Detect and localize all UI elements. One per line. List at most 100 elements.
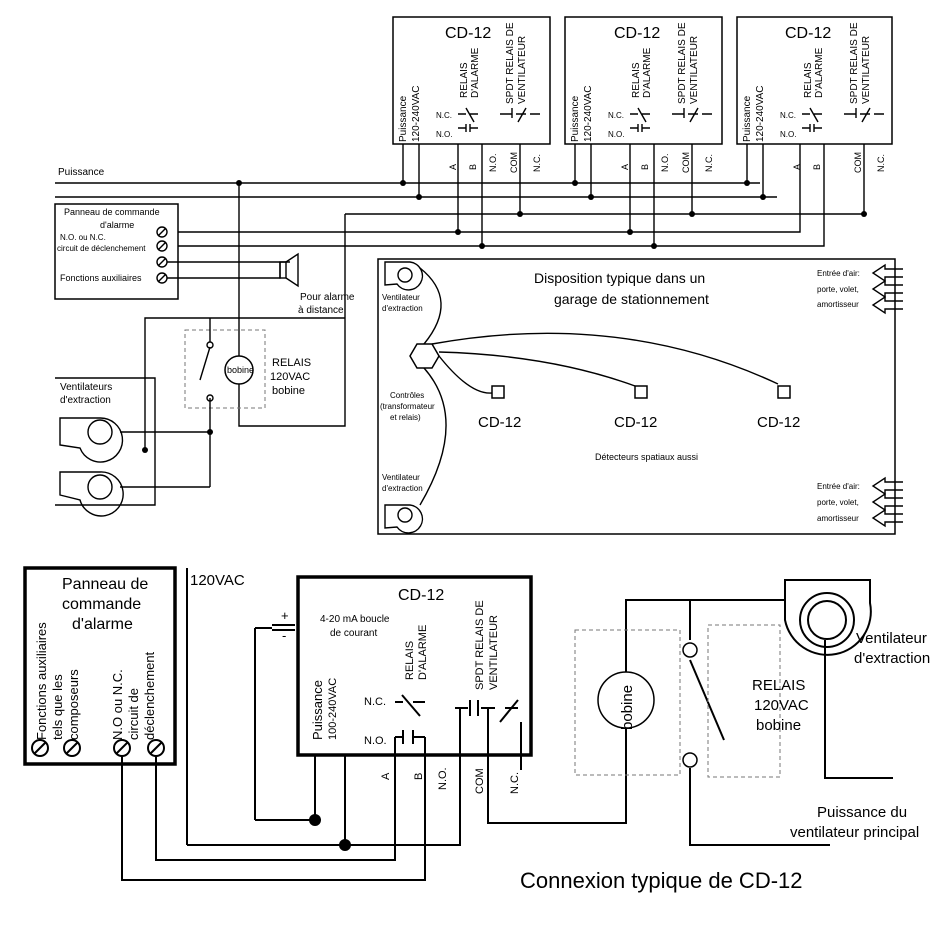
sensor-label: CD-12	[478, 414, 521, 431]
power-label: Puissance	[310, 680, 325, 740]
fan-relay-label: VENTILATEUR	[689, 36, 700, 104]
panel-title: d'alarme	[100, 220, 134, 230]
relay-label: bobine	[756, 717, 801, 734]
air-inlet-arrow-icon	[871, 476, 903, 528]
fan-relay-label: SPDT RELAIS DE	[505, 22, 516, 104]
power-voltage-label: 120-240VAC	[583, 85, 594, 142]
blower-fan-icon	[784, 579, 872, 656]
aux-label: composeurs	[66, 669, 81, 740]
minus-label: -	[282, 628, 286, 643]
supply-label: 120VAC	[190, 572, 245, 589]
top-alarm-panel: Panneau de commande d'alarme N.O. ou N.C…	[54, 203, 290, 300]
alarm-relay-label: RELAIS	[459, 62, 470, 98]
relay-label: 120VAC	[270, 371, 310, 383]
fan-relay-label: SPDT RELAIS DE	[474, 600, 486, 690]
terminal-com: COM	[853, 152, 863, 173]
air-inlet-label: Entrée d'air:	[817, 482, 860, 491]
fan-relay-label: SPDT RELAIS DE	[677, 22, 688, 104]
panel-circuit-label: circuit de déclenchement	[57, 244, 146, 253]
power-line-label: Puissance	[58, 167, 105, 178]
garage-fan-label: d'extraction	[382, 484, 423, 493]
alarm-relay-label: D'ALARME	[642, 47, 653, 98]
fan-label: d'extraction	[854, 650, 930, 667]
terminal-com: COM	[474, 768, 486, 794]
no-label: N.O.	[364, 735, 387, 747]
terminal-a: A	[448, 164, 458, 170]
terminal-nc: N.C.	[509, 772, 521, 794]
alarm-relay-label: D'ALARME	[814, 47, 825, 98]
diagram-caption: Connexion typique de CD-12	[520, 868, 803, 893]
nc-label: N.C.	[436, 111, 452, 120]
blower-fan-icon	[384, 261, 424, 291]
main-power-label: ventilateur principal	[790, 824, 919, 841]
garage-fan-label: Ventilateur	[382, 473, 420, 482]
sensor-marker	[777, 385, 791, 399]
cd12-title: CD-12	[445, 25, 491, 42]
controller-hexagon	[409, 343, 440, 369]
air-inlet-label: porte, volet,	[817, 498, 859, 507]
aux-label: Fonctions auxiliaires	[34, 622, 49, 740]
alarm-relay-label: D'ALARME	[470, 47, 481, 98]
garage-title: Disposition typique dans un	[534, 270, 705, 286]
fans-label: d'extraction	[60, 395, 111, 406]
no-label: N.O.	[436, 130, 452, 139]
air-inlet-label: Entrée d'air:	[817, 269, 860, 278]
power-voltage-label: 120-240VAC	[755, 85, 766, 142]
terminal-a: A	[792, 164, 802, 170]
fan-label: Ventilateur	[856, 630, 927, 647]
power-label: Puissance	[398, 95, 409, 142]
cd12-unit-3: CD-12 Puissance 120-240VAC RELAIS D'ALAR…	[736, 16, 893, 173]
terminal-nc: N.C.	[876, 154, 886, 172]
panel-aux-label: Fonctions auxiliaires	[60, 273, 142, 283]
bottom-alarm-panel: Panneau de commande d'alarme Fonctions a…	[23, 566, 177, 766]
terminal-b: B	[640, 164, 650, 170]
top-exhaust-fans: Ventilateurs d'extraction	[55, 377, 156, 517]
aux-label: tels que les	[50, 674, 65, 740]
fan-relay-label: VENTILATEUR	[488, 615, 500, 690]
panel-title: Panneau de commande	[64, 207, 160, 217]
fans-label: Ventilateurs	[60, 382, 112, 393]
loop-label: de courant	[330, 628, 377, 639]
remote-alarm-label: Pour alarme	[300, 292, 355, 303]
air-inlet-label: amortisseur	[817, 514, 859, 523]
blower-fan-icon	[384, 504, 424, 534]
terminal-com: COM	[681, 152, 691, 173]
alarm-relay-label: RELAIS	[404, 641, 416, 680]
terminal-com: COM	[509, 152, 519, 173]
spatial-detectors-label: Détecteurs spatiaux aussi	[595, 452, 698, 462]
top-wiring: Puissance	[55, 144, 867, 427]
air-inlet-label: porte, volet,	[817, 285, 859, 294]
relay-label: 120VAC	[754, 697, 809, 714]
bottom-relay: bobine RELAIS 120VAC bobine	[574, 624, 809, 778]
main-power-label: Puissance du	[817, 804, 907, 821]
nc-label: N.C.	[608, 111, 624, 120]
sensor-marker	[491, 385, 505, 399]
garage-layout: Disposition typique dans un garage de st…	[377, 258, 903, 535]
air-inlet-label: amortisseur	[817, 300, 859, 309]
nc-label: N.C.	[364, 696, 386, 708]
terminal-no: N.O.	[437, 767, 449, 790]
relay-label: RELAIS	[272, 357, 311, 369]
terminal-b: B	[468, 164, 478, 170]
cd12-title: CD-12	[398, 587, 444, 604]
circuit-label: déclenchement	[142, 651, 157, 740]
terminal-a: A	[380, 772, 392, 780]
cd12-title: CD-12	[785, 25, 831, 42]
circuit-label: N.O ou N.C.	[110, 669, 125, 740]
panel-title: Panneau de	[62, 576, 148, 593]
sensor-marker	[634, 385, 648, 399]
coil-label: bobine	[227, 365, 254, 375]
no-label: N.O.	[780, 130, 796, 139]
controls-label: (transformateur	[380, 402, 435, 411]
sensor-label: CD-12	[757, 414, 800, 431]
terminal-nc: N.C.	[704, 154, 714, 172]
plus-label: +	[281, 608, 289, 623]
garage-fan-label: Ventilateur	[382, 293, 420, 302]
terminal-b: B	[812, 164, 822, 170]
no-label: N.O.	[608, 130, 624, 139]
alarm-relay-label: RELAIS	[631, 62, 642, 98]
terminal-no: N.O.	[488, 153, 498, 172]
alarm-relay-label: RELAIS	[803, 62, 814, 98]
alarm-relay-label: D'ALARME	[417, 625, 429, 680]
